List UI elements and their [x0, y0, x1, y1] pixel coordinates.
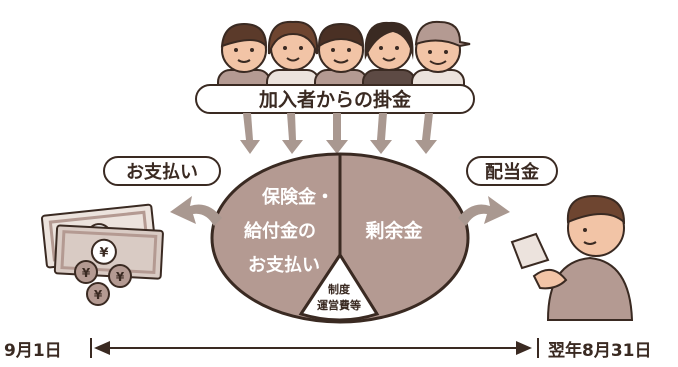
recipient-person-icon: [510, 194, 634, 321]
dividend-text: 配当金: [485, 161, 540, 183]
envelope-icon: [510, 232, 550, 270]
pie-left-line3: お支払い: [248, 254, 320, 276]
contribution-arrows: [240, 113, 437, 154]
yen-symbol-2: ¥: [99, 246, 109, 261]
pie-left-line1: 保険金・: [261, 186, 334, 208]
payout-text: お支払い: [126, 161, 198, 183]
pie-bottom-line1: 制度: [328, 282, 351, 296]
dividend-arrow: [458, 196, 510, 226]
yen-symbol-3: ¥: [82, 266, 91, 280]
dividend-label: 配当金: [466, 156, 558, 186]
timeline-start: 9月1日: [4, 341, 62, 361]
pie-bottom-line2: 運営費等: [317, 298, 361, 312]
contribution-title: 加入者からの掛金: [258, 88, 412, 111]
banknotes-coins-icon: ¥ ¥ ¥ ¥ ¥: [40, 203, 164, 306]
payout-label: お支払い: [103, 156, 221, 186]
pie-left-line2: 給付金の: [244, 220, 316, 242]
pie-right-label: 剰余金: [364, 219, 423, 242]
contribution-label: 加入者からの掛金: [195, 84, 475, 114]
timeline: 9月1日 翌年8月31日: [4, 338, 652, 361]
payout-arrow: [170, 196, 222, 226]
yen-symbol-4: ¥: [116, 270, 125, 284]
timeline-end: 翌年8月31日: [548, 340, 652, 361]
allocation-pie: 保険金・ 給付金の お支払い 剰余金 制度 運営費等: [210, 152, 470, 324]
yen-symbol-5: ¥: [94, 288, 103, 302]
